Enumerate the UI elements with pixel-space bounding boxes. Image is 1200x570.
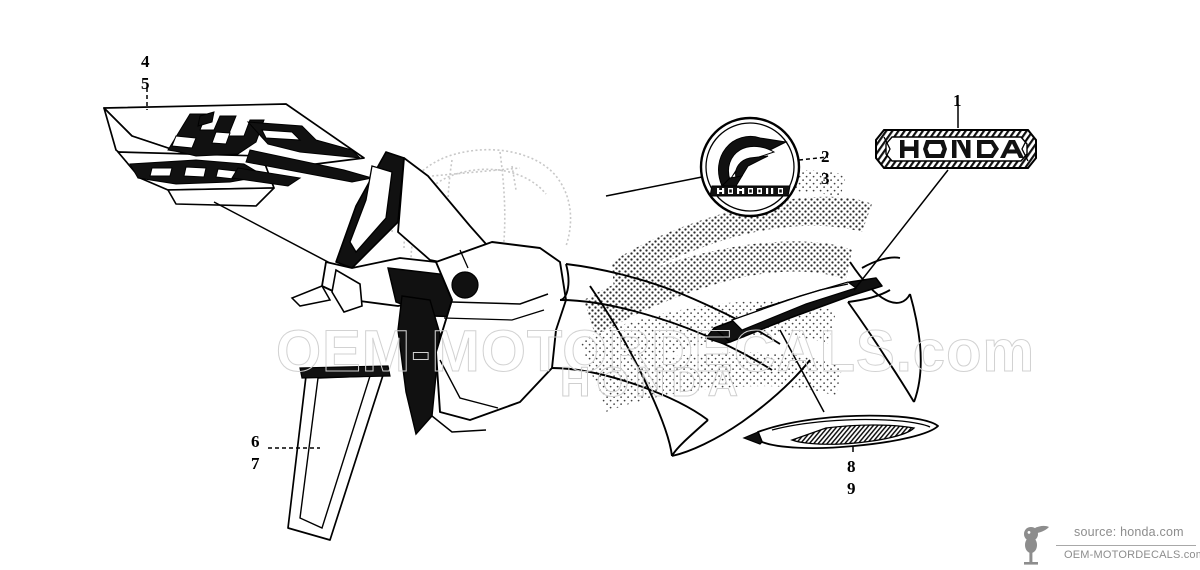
callout-6: 6 xyxy=(251,432,260,451)
footer-source-text: source: honda.com xyxy=(1074,525,1184,539)
callout-7: 7 xyxy=(251,454,260,473)
side-panel-outlines xyxy=(551,256,922,457)
callout-1: 1 xyxy=(953,91,962,110)
africa-twin-decal xyxy=(103,103,373,283)
toucan-logo-icon xyxy=(1024,525,1049,565)
callout-4: 4 xyxy=(141,52,150,71)
callout-5: 5 xyxy=(141,74,150,93)
callout-9: 9 xyxy=(847,479,856,498)
footer-divider xyxy=(1056,545,1196,546)
callout-2: 2 xyxy=(821,147,830,166)
callout-3: 3 xyxy=(821,169,830,188)
honda-wing-emblem xyxy=(605,116,829,218)
footer-site-text: OEM-MOTORDECALS.com xyxy=(1064,549,1200,561)
side-stripe-decal-lower xyxy=(742,329,939,449)
honda-nameplate-badge xyxy=(853,104,1037,291)
front-fairing xyxy=(287,151,567,541)
callout-8: 8 xyxy=(847,457,856,476)
footer-credit: source: honda.com OEM-MOTORDECALS.com xyxy=(1018,516,1200,566)
